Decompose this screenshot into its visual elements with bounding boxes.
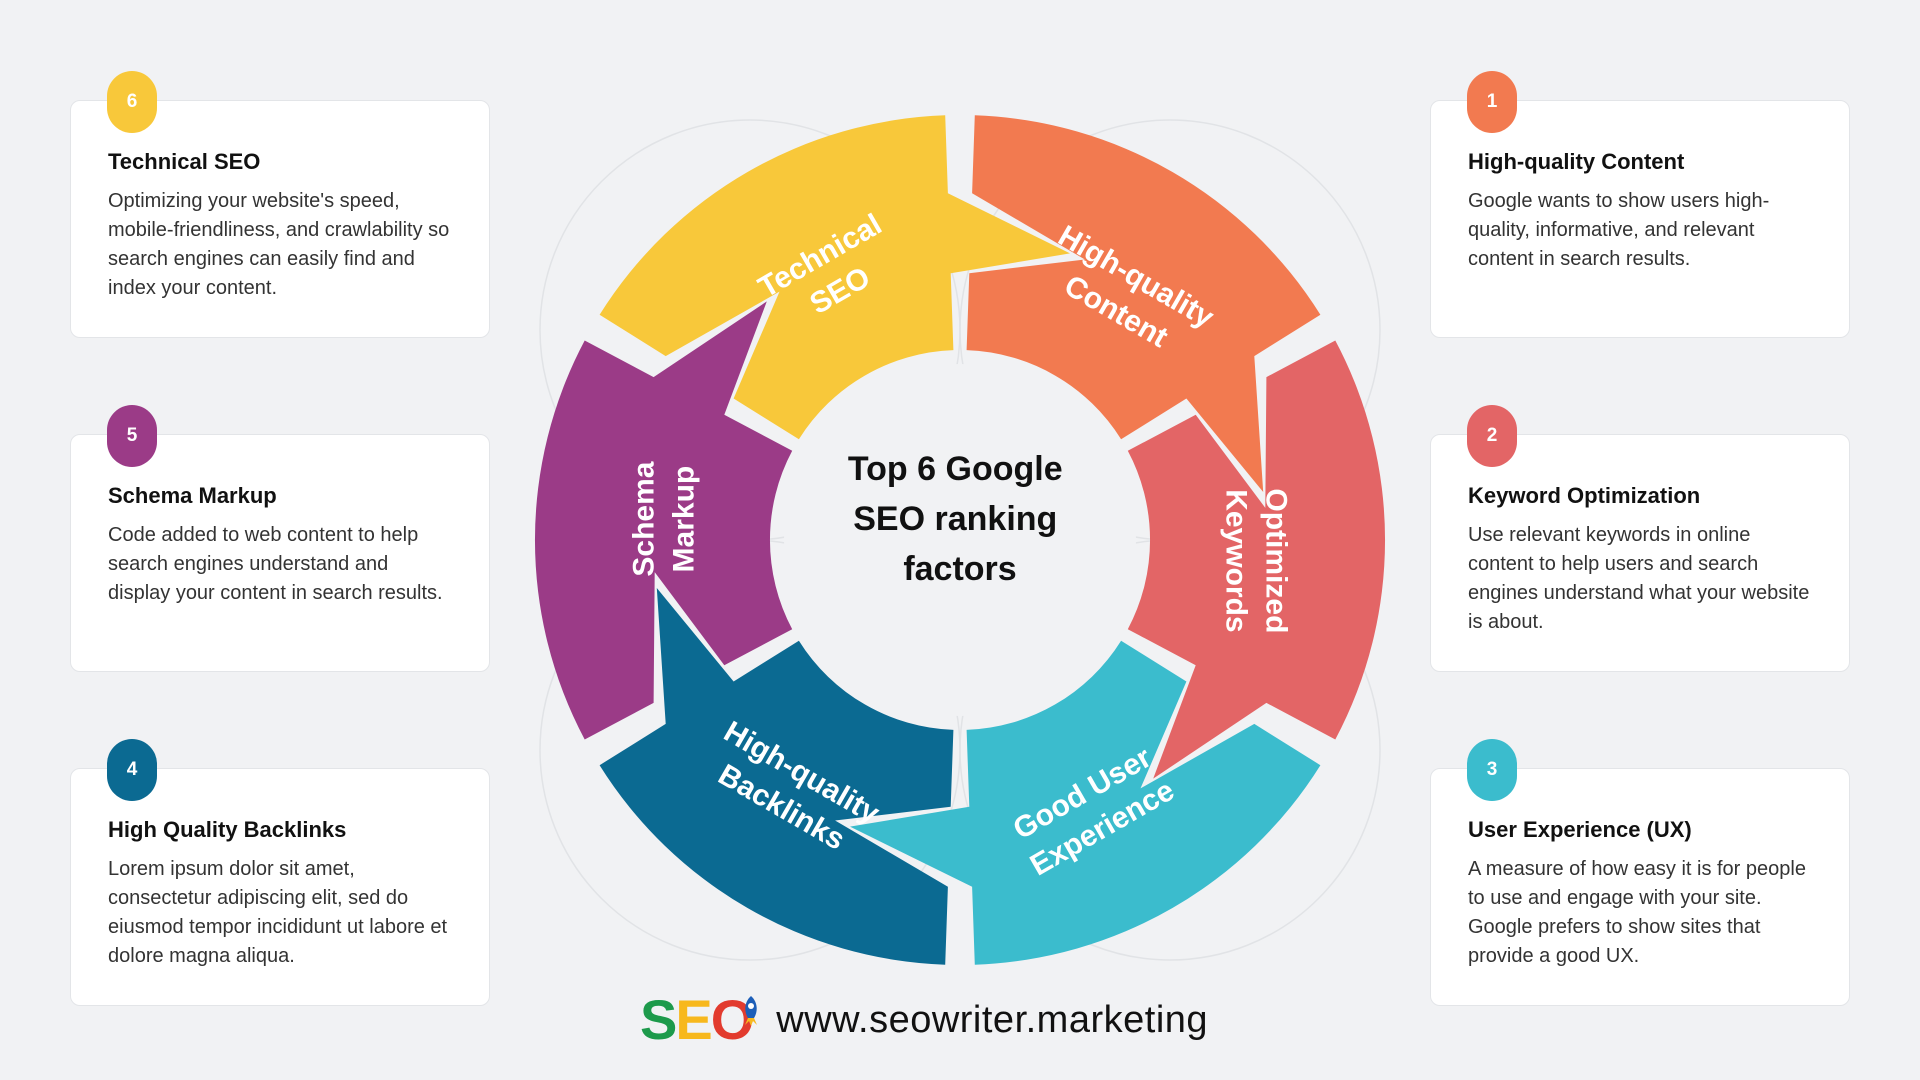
title-line: SEO ranking bbox=[853, 500, 1057, 538]
factor-card-content: 1 High-quality Content Google wants to s… bbox=[1430, 71, 1850, 338]
factor-card-keywords: 2 Keyword Optimization Use relevant keyw… bbox=[1430, 405, 1850, 672]
footer: S E O www.seowriter.marketing bbox=[640, 990, 1208, 1050]
segment-content bbox=[966, 115, 1321, 492]
card-title: High-quality Content bbox=[1468, 149, 1685, 174]
segment-backlinks bbox=[599, 588, 954, 965]
website-url[interactable]: www.seowriter.marketing bbox=[776, 998, 1209, 1041]
number-badge: 1 bbox=[1467, 71, 1517, 133]
factor-card-ux: 3 User Experience (UX) A measure of how … bbox=[1430, 739, 1850, 1006]
card-title: Keyword Optimization bbox=[1468, 483, 1701, 508]
logo-letter-s: S bbox=[640, 988, 677, 1051]
factor-card-technical-seo: 6 Technical SEO Optimizing your website'… bbox=[70, 71, 490, 338]
card-description: Lorem ipsum dolor sit amet, consectetur … bbox=[108, 858, 448, 967]
segment-label-line: Optimized bbox=[1259, 488, 1292, 633]
factor-card-schema-markup: 5 Schema Markup Code added to web conten… bbox=[70, 405, 490, 672]
number-badge: 2 bbox=[1467, 405, 1517, 467]
diagram-title: Top 6 Google SEO ranking factors bbox=[848, 450, 1072, 588]
number-badge: 3 bbox=[1467, 739, 1517, 801]
logo-letter-o: O bbox=[710, 988, 755, 1051]
seo-logo: S E O bbox=[640, 992, 764, 1048]
card-title: User Experience (UX) bbox=[1468, 817, 1692, 842]
number-badge: 4 bbox=[107, 739, 157, 801]
segment-keywords bbox=[1127, 340, 1386, 779]
card-description: Use relevant keywords in online content … bbox=[1468, 524, 1810, 633]
segment-label-keywords: OptimizedKeywords bbox=[1219, 488, 1292, 633]
number-badge: 6 bbox=[107, 71, 157, 133]
segment-label-line: Markup bbox=[668, 466, 701, 573]
card-title: Technical SEO bbox=[108, 149, 261, 174]
logo-letter-e: E bbox=[675, 988, 712, 1051]
card-description: Optimizing your website's speed, mobile-… bbox=[108, 190, 450, 299]
factor-card-backlinks: 4 High Quality Backlinks Lorem ipsum dol… bbox=[70, 739, 490, 1006]
segment-tech bbox=[599, 115, 1070, 440]
title-line: Top 6 Google bbox=[848, 450, 1063, 488]
segment-label-line: Keywords bbox=[1219, 489, 1252, 632]
title-line: factors bbox=[903, 550, 1016, 588]
card-description: A measure of how easy it is for people t… bbox=[1468, 858, 1806, 967]
number-badge: 5 bbox=[107, 405, 157, 467]
card-title: High Quality Backlinks bbox=[108, 817, 347, 842]
segment-schema bbox=[534, 301, 793, 740]
segment-label-line: Schema bbox=[628, 461, 661, 576]
center-circle bbox=[784, 364, 1136, 716]
rocket-icon bbox=[745, 996, 758, 1026]
card-title: Schema Markup bbox=[108, 483, 277, 508]
segment-ux bbox=[850, 640, 1321, 965]
card-description: Code added to web content to help search… bbox=[108, 524, 443, 604]
card-description: Google wants to show users high-quality,… bbox=[1468, 190, 1770, 270]
